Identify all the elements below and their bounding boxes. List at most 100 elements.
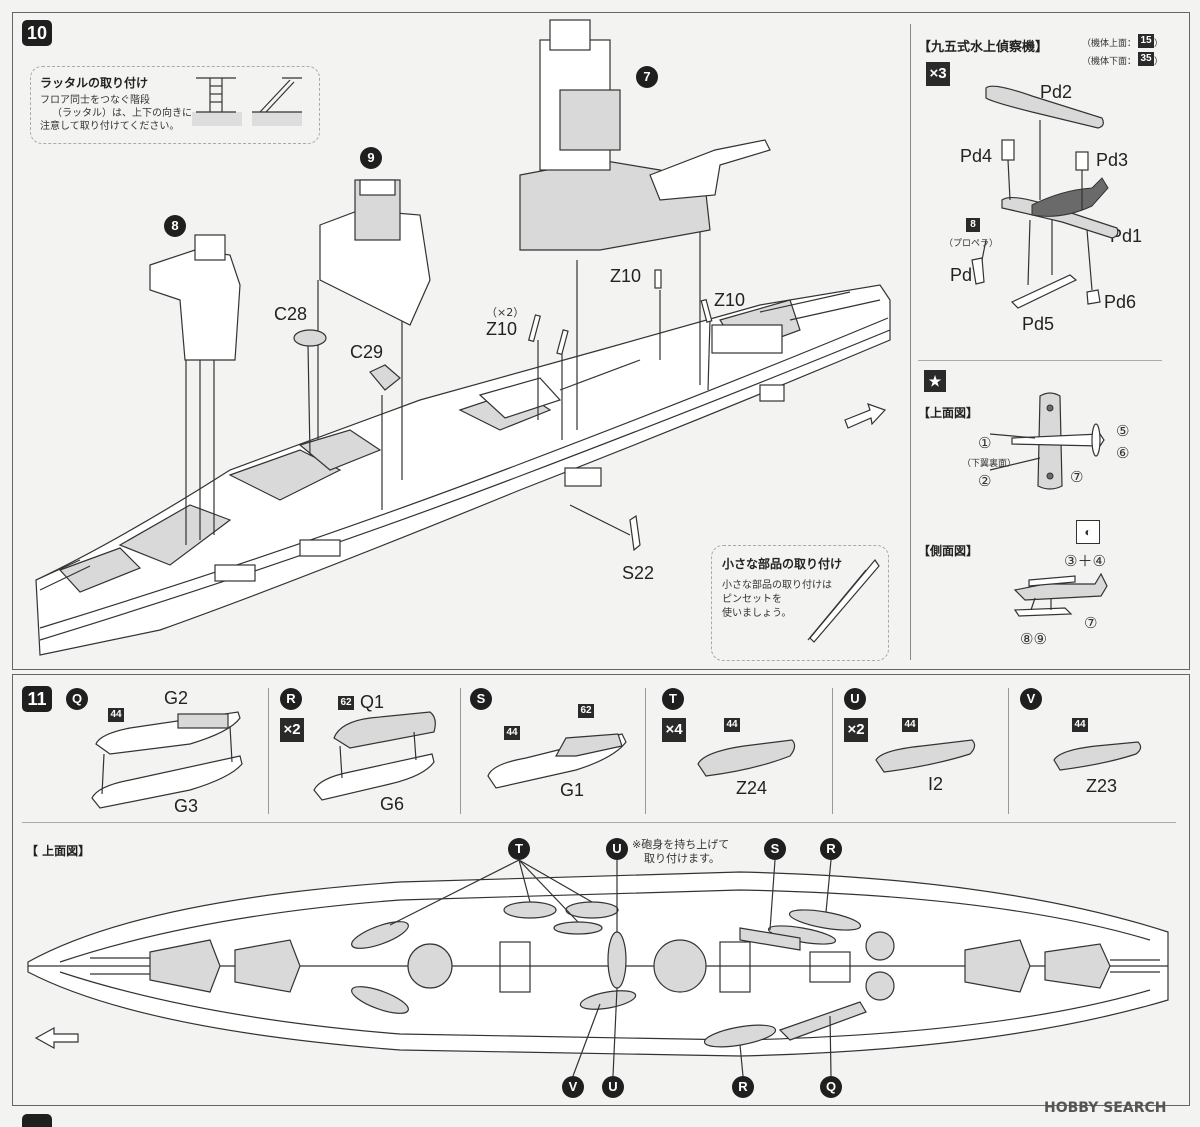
ladder-note-line-2: （ラッタル）は、上下の向きに <box>52 108 192 119</box>
part-label-g2: G2 <box>164 688 189 708</box>
small-parts-title: 小さな部品の取り付け <box>722 557 843 571</box>
bottom-view-marker-v: V <box>562 1076 584 1098</box>
plane-upper-close: ） <box>1154 39 1164 49</box>
ladder-note-title: ラッタルの取り付け <box>40 76 149 90</box>
side-marker-7: ⑦ <box>1084 614 1098 632</box>
plane-lower-color: 35 <box>1138 52 1154 66</box>
plane-upper-label: （機体上面： <box>1082 39 1137 49</box>
part-label-q1: Q1 <box>360 692 385 712</box>
ladder-note-line-3: 注意して取り付けてください。 <box>40 121 180 132</box>
group-r-multiplier: ×2 <box>280 718 304 742</box>
part-label-c29: C29 <box>350 342 384 362</box>
group-r-marker: R <box>280 688 302 710</box>
tweezers-icon <box>807 558 880 643</box>
step-10-number: 10 <box>22 20 52 46</box>
part-label-s22: S22 <box>622 563 655 583</box>
part-label-z10-b: Z10 <box>610 266 642 286</box>
part-label-pd3: Pd3 <box>1096 150 1129 170</box>
step-11-top-view-label: 【 上面図】 <box>26 844 91 858</box>
plane-top-view-label: 【上面図】 <box>918 406 979 420</box>
step-11-note-line-2: 取り付けます。 <box>644 852 720 865</box>
plane-panel-divider <box>910 24 911 660</box>
propeller-label: （プロペラ） <box>944 239 999 249</box>
group-r-boat-drawing <box>313 711 436 801</box>
plane-lower-close: ） <box>1154 57 1164 67</box>
group-u-multiplier: ×2 <box>844 718 868 742</box>
step-11-frame <box>12 674 1190 1106</box>
group-q-marker: Q <box>66 688 88 710</box>
top-view-marker-r: R <box>820 838 842 860</box>
top-marker-2: ② <box>978 472 992 490</box>
ladder-note-line-1: フロア同士をつなぐ階段 <box>40 95 150 106</box>
part-label-g6: G6 <box>380 794 405 814</box>
top-marker-6: ⑥ <box>1116 444 1130 462</box>
top-view-marker-u: U <box>606 838 628 860</box>
group-q-boat-drawing <box>91 711 243 809</box>
seaplane-exploded-drawing <box>971 85 1119 309</box>
underwing-label: （下翼裏面） <box>962 459 1017 469</box>
ladder-note <box>30 66 320 144</box>
part-label-g1: G1 <box>560 780 585 800</box>
bottom-view-marker-u: U <box>602 1076 624 1098</box>
part-label-z10-c: Z10 <box>714 290 746 310</box>
ladder-diagram-icon <box>192 77 302 126</box>
top-marker-1: ① <box>978 434 992 452</box>
small-parts-line-3: 使いましょう。 <box>722 608 792 619</box>
watermark: HOBBY SEARCH <box>1044 1100 1167 1116</box>
group-q-color: 44 <box>108 708 124 722</box>
plane-lower-label: （機体下面： <box>1082 57 1137 67</box>
group-u-marker: U <box>844 688 866 710</box>
propeller-color: 8 <box>966 218 980 232</box>
top-view-marker-t: T <box>508 838 530 860</box>
side-marker-8-9: ⑧⑨ <box>1020 630 1047 648</box>
group-v-boat-drawing <box>1053 741 1142 771</box>
group-u-boat-drawing <box>875 739 976 773</box>
seaplane-top-view-drawing <box>989 392 1105 490</box>
small-parts-line-2: ピンセットを <box>722 594 782 605</box>
part-label-c28: C28 <box>274 304 308 324</box>
group-t-color: 44 <box>724 718 740 732</box>
part-label-z23: Z23 <box>1086 776 1118 796</box>
part-label-pd2: Pd2 <box>1040 82 1073 102</box>
group-s-marker: S <box>470 688 492 710</box>
group-t-marker: T <box>662 688 684 710</box>
part-z10-multiplier: （×2） <box>486 306 525 319</box>
plane-panel-separator <box>918 360 1162 361</box>
top-marker-7: ⑦ <box>1070 468 1084 486</box>
bottom-view-marker-q: Q <box>820 1076 842 1098</box>
group-v-marker: V <box>1020 688 1042 710</box>
plane-upper-color: 15 <box>1138 34 1154 48</box>
bottom-view-marker-r: R <box>732 1076 754 1098</box>
group-u-color: 44 <box>902 718 918 732</box>
group-v-color: 44 <box>1072 718 1088 732</box>
small-parts-line-1: 小さな部品の取り付けは <box>722 580 832 591</box>
top-view-marker-s: S <box>764 838 786 860</box>
group-s-boat-drawing <box>487 733 627 789</box>
step-11-note-line-1: ※砲身を持ち上げて <box>632 838 730 851</box>
part-label-g3: G3 <box>174 796 199 816</box>
plane-side-view-label: 【側面図】 <box>918 544 979 558</box>
step-10-frame <box>12 12 1190 670</box>
group-t-boat-drawing <box>697 739 796 777</box>
group-s-color-2: 62 <box>578 704 594 718</box>
plane-panel-title: 【九五式水上偵察機】 <box>918 40 1049 55</box>
part-label-pd6: Pd6 <box>1104 292 1137 312</box>
part-label-pd5: Pd5 <box>1022 314 1055 334</box>
part-label-z24: Z24 <box>736 778 768 798</box>
small-parts-note <box>711 545 889 661</box>
step-11-separator <box>22 822 1176 823</box>
seaplane-side-view-drawing <box>1013 572 1108 617</box>
part-label-pd4: Pd4 <box>960 146 993 166</box>
funnel-assembly-badge: 9 <box>360 147 382 169</box>
group-t-multiplier: ×4 <box>662 718 686 742</box>
star-marker-icon: ★ <box>924 370 946 392</box>
step-11-number: 11 <box>22 686 52 712</box>
group-s-color-1: 44 <box>504 726 520 740</box>
part-label-z10-a: Z10 <box>486 319 518 339</box>
circle-marker-icon: ◐ <box>1076 520 1100 544</box>
battleship-hull-drawing <box>35 19 891 656</box>
plane-multiplier: ×3 <box>926 62 950 86</box>
aft-bridge-assembly-badge: 8 <box>164 215 186 237</box>
side-marker-3-4: ③＋④ <box>1064 552 1106 570</box>
